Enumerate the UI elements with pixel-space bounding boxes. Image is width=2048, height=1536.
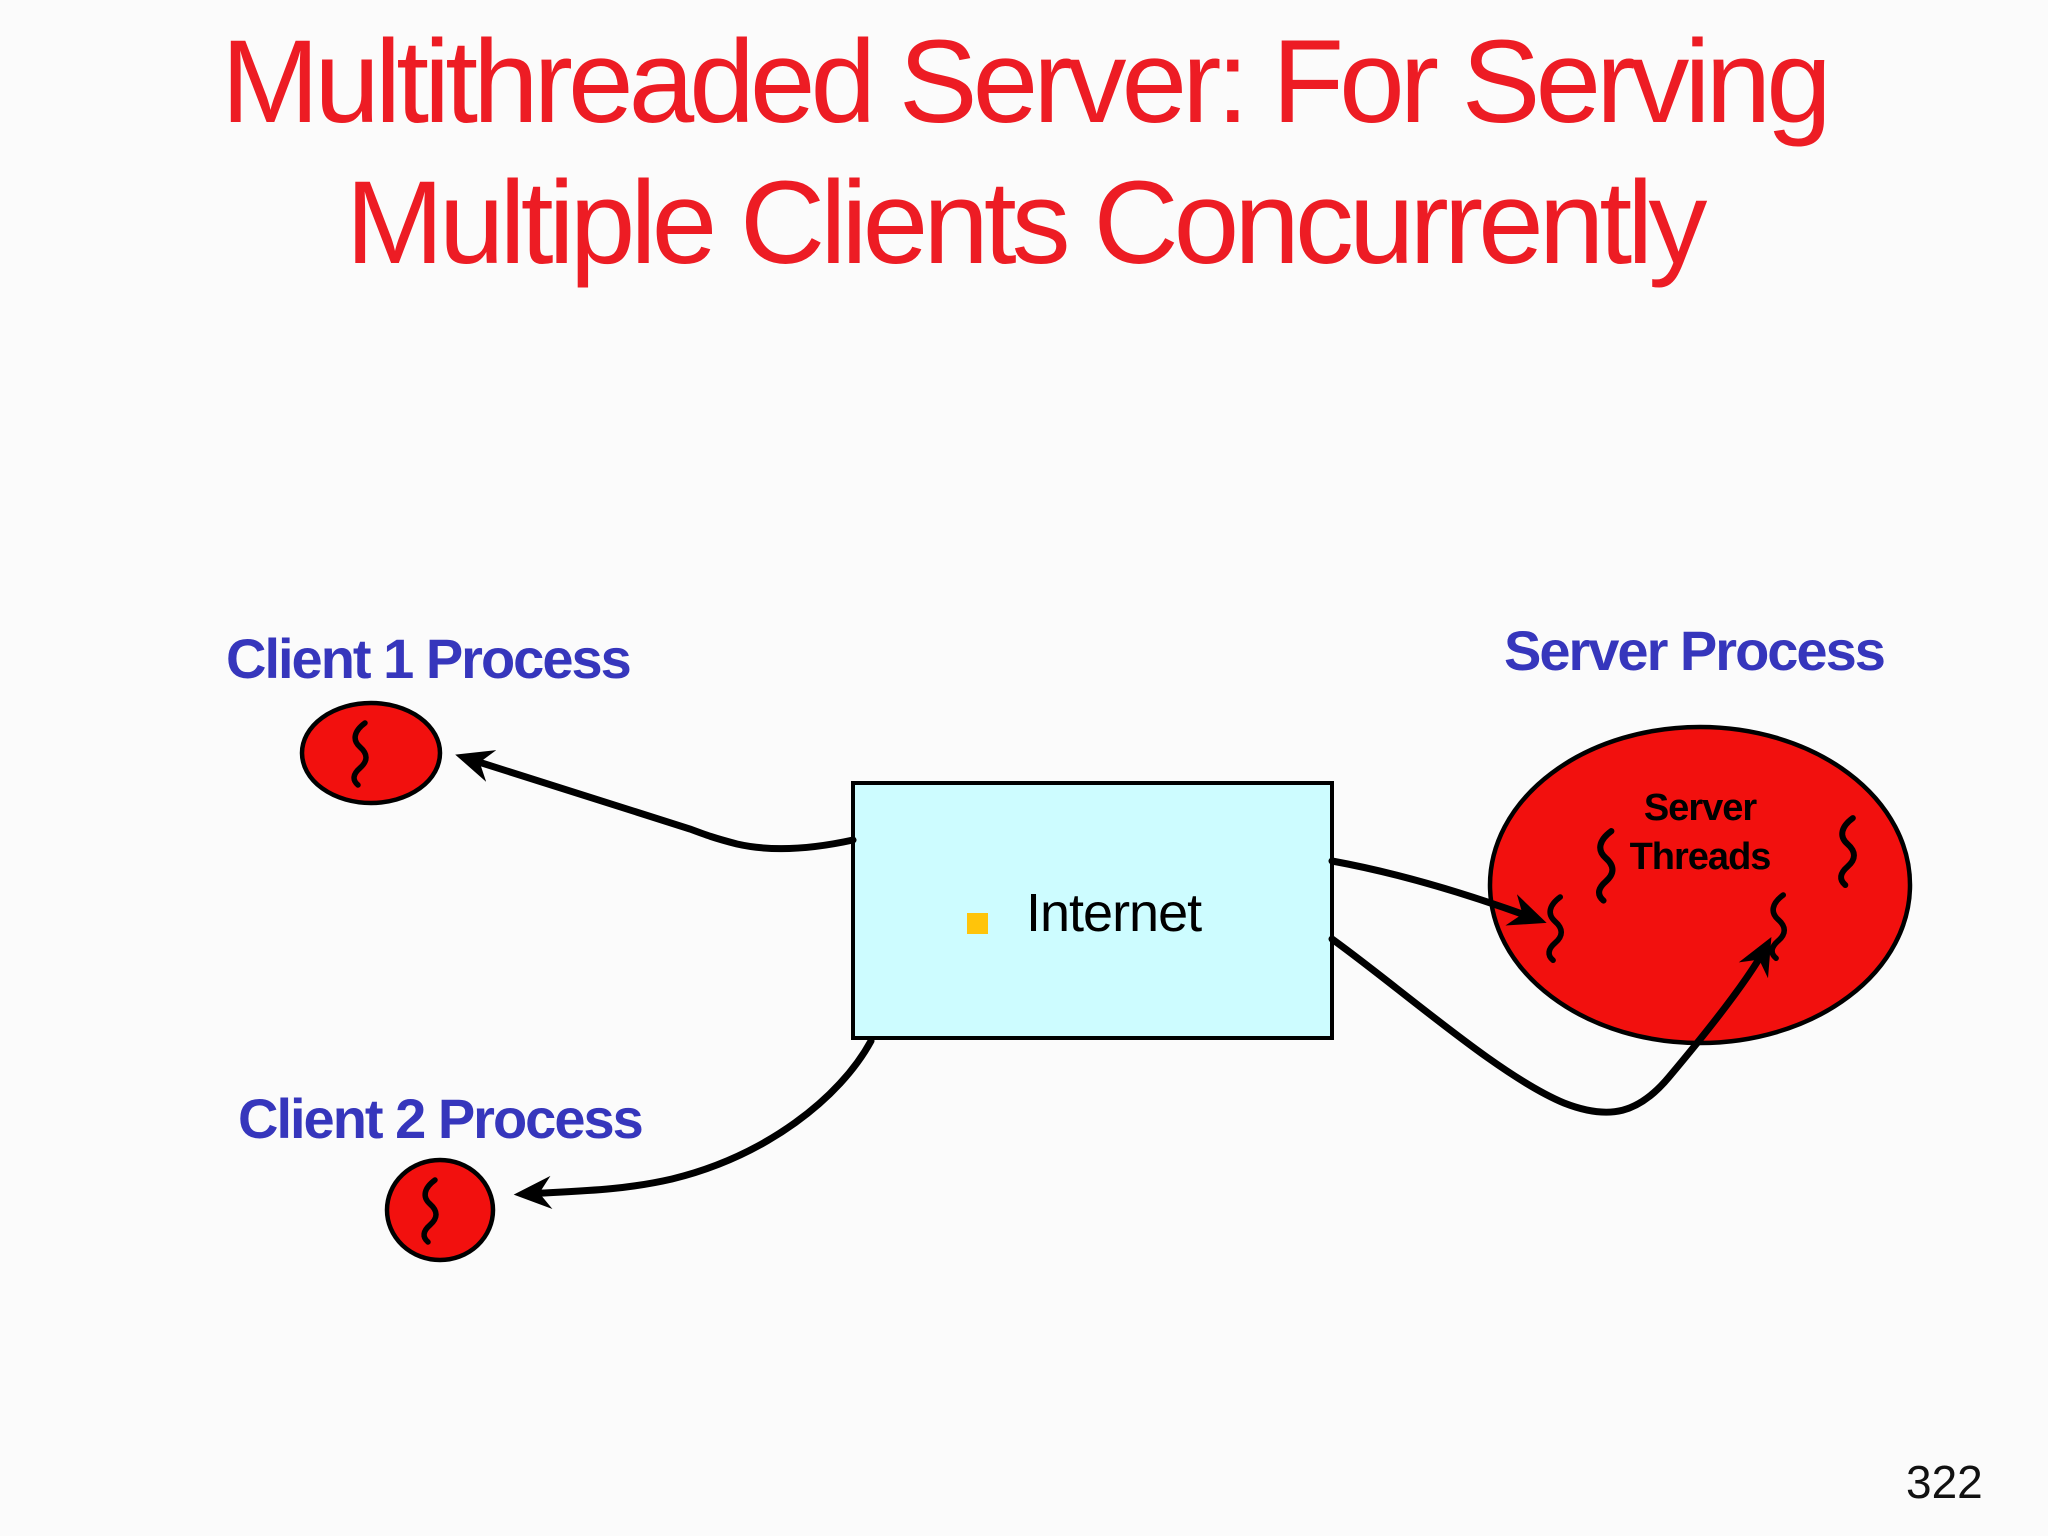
arrow-internet-to-server-thread-bottom <box>1328 935 1772 1116</box>
arrow-internet-to-client1 <box>455 750 857 853</box>
arrow-internet-to-client2 <box>513 1037 875 1210</box>
square-bullet-icon <box>967 913 988 934</box>
client2-process-ellipse <box>384 1157 496 1263</box>
server-threads-label: Server Threads <box>1629 784 1772 882</box>
page-number: 322 <box>1906 1456 1983 1508</box>
server-threads-label-line1: Server <box>1643 787 1757 829</box>
slide-title-line1: Multithreaded Server: For Serving <box>221 16 1832 148</box>
internet-label: Internet <box>1026 883 1202 943</box>
client2-process-label: Client 2 Process <box>238 1087 644 1150</box>
client1-process-label: Client 1 Process <box>226 627 632 690</box>
slide-title: Multithreaded Server: For Serving Multip… <box>0 12 2048 294</box>
client1-process-ellipse <box>299 700 443 806</box>
slide-title-line2: Multiple Clients Concurrently <box>345 157 1708 289</box>
server-threads-label-line2: Threads <box>1629 836 1772 878</box>
server-process-label: Server Process <box>1504 619 1886 682</box>
internet-box <box>851 781 1334 1040</box>
arrow-internet-to-server-thread-left <box>1328 857 1547 926</box>
